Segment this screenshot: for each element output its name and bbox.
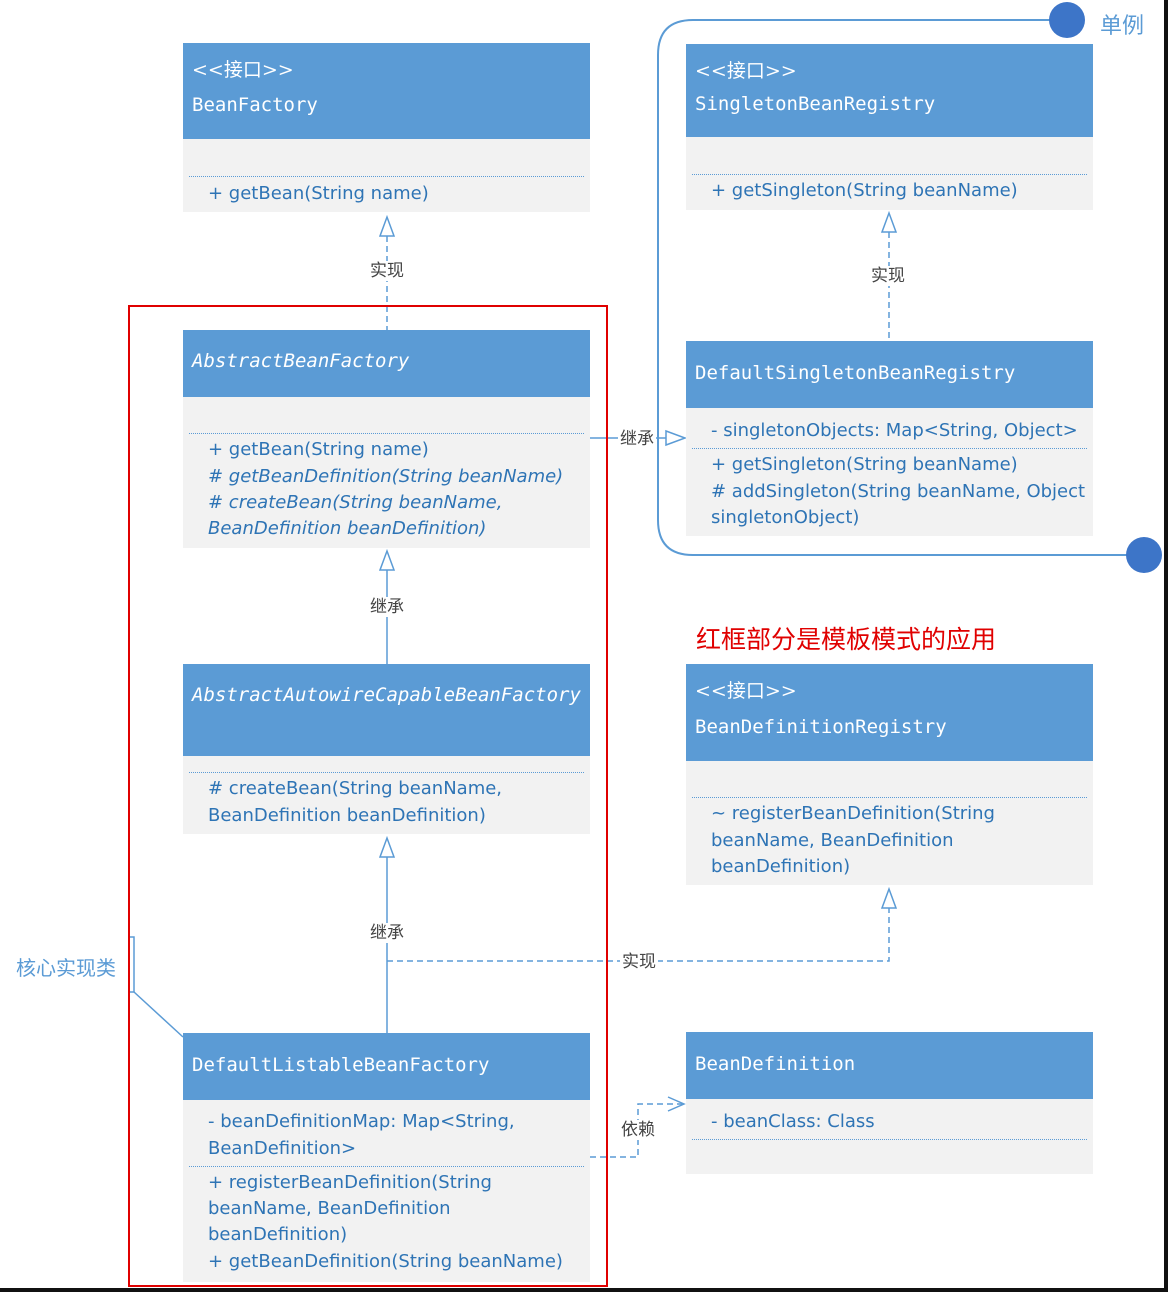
method-line: + getBeanDefinition(String beanName) xyxy=(208,1251,563,1272)
relation-label-inheritance: 继承 xyxy=(618,429,656,449)
class-bean-definition-registry: <<接口>> BeanDefinitionRegistry ~ register… xyxy=(686,664,1093,885)
class-header: <<接口>> BeanDefinitionRegistry xyxy=(686,664,1093,761)
method-line: + getBean(String name) xyxy=(208,183,429,204)
class-header: DefaultListableBeanFactory xyxy=(183,1033,590,1100)
singleton-group-outline xyxy=(657,19,1144,556)
method-line: ~ registerBeanDefinition(String xyxy=(711,803,995,824)
class-name: BeanDefinition xyxy=(695,1053,856,1075)
class-header: DefaultSingletonBeanRegistry xyxy=(686,341,1093,408)
window-edge-right xyxy=(1164,0,1168,1292)
method-line: # createBean(String beanName, xyxy=(208,778,503,799)
relation-label-dependency: 依赖 xyxy=(619,1120,657,1140)
relation-label-inheritance: 继承 xyxy=(368,923,406,943)
class-header: BeanDefinition xyxy=(686,1032,1093,1099)
method-line: beanDefinition) xyxy=(711,856,851,877)
relation-label-realization: 实现 xyxy=(368,261,406,281)
class-name: BeanDefinitionRegistry xyxy=(695,716,947,738)
window-edge-bottom xyxy=(0,1288,1168,1292)
compartment-divider xyxy=(189,1166,584,1167)
attribute-line: - beanDefinitionMap: Map<String, xyxy=(208,1111,515,1132)
class-name: SingletonBeanRegistry xyxy=(695,93,936,115)
method-line: # createBean(String beanName, xyxy=(208,492,503,513)
singleton-start-dot xyxy=(1049,2,1085,38)
method-line: beanName, BeanDefinition xyxy=(208,1198,451,1219)
method-line: + registerBeanDefinition(String xyxy=(208,1172,492,1193)
template-pattern-highlight-box xyxy=(128,305,608,1287)
compartment-divider xyxy=(692,448,1087,449)
class-singleton-bean-registry: <<接口>> SingletonBeanRegistry + getSingle… xyxy=(686,44,1093,210)
compartment-divider xyxy=(189,176,584,177)
method-line: + getBean(String name) xyxy=(208,439,429,460)
class-header: AbstractAutowireCapableBeanFactory xyxy=(183,664,590,756)
class-name: DefaultSingletonBeanRegistry xyxy=(695,362,1016,384)
class-name: BeanFactory xyxy=(192,94,318,116)
stereotype-label: <<接口>> xyxy=(695,60,797,82)
singleton-note: 单例 xyxy=(1100,14,1145,39)
method-line: # getBeanDefinition(String beanName) xyxy=(208,466,564,487)
class-bean-definition: BeanDefinition - beanClass: Class xyxy=(686,1032,1093,1174)
method-line: BeanDefinition beanDefinition) xyxy=(208,805,486,826)
attribute-line: - beanClass: Class xyxy=(711,1111,875,1132)
stereotype-label: <<接口>> xyxy=(192,59,294,81)
class-header: AbstractBeanFactory xyxy=(183,330,590,397)
core-implementation-note: 核心实现类 xyxy=(16,956,116,980)
class-header: <<接口>> SingletonBeanRegistry xyxy=(686,44,1093,137)
compartment-divider xyxy=(189,772,584,773)
singleton-end-dot xyxy=(1126,537,1162,573)
compartment-divider xyxy=(189,433,584,434)
attribute-line: BeanDefinition> xyxy=(208,1138,357,1159)
method-line: beanDefinition) xyxy=(208,1224,348,1245)
method-line: + getSingleton(String beanName) xyxy=(711,180,1018,201)
class-header: <<接口>> BeanFactory xyxy=(183,43,590,139)
compartment-divider xyxy=(692,797,1087,798)
class-abstract-bean-factory: AbstractBeanFactory + getBean(String nam… xyxy=(183,330,590,548)
method-line: # addSingleton(String beanName, Object xyxy=(711,481,1086,502)
method-line: + getSingleton(String beanName) xyxy=(711,454,1018,475)
compartment-divider xyxy=(692,1139,1087,1140)
template-pattern-note: 红框部分是模板模式的应用 xyxy=(696,625,997,654)
class-name: AbstractAutowireCapableBeanFactory xyxy=(192,684,581,706)
method-line: BeanDefinition beanDefinition) xyxy=(208,518,487,539)
relation-label-inheritance: 继承 xyxy=(368,597,406,617)
relation-label-realization: 实现 xyxy=(620,952,658,972)
class-abstract-autowire-capable-bean-factory: AbstractAutowireCapableBeanFactory # cre… xyxy=(183,664,590,834)
method-line: singletonObject) xyxy=(711,507,860,528)
compartment-divider xyxy=(692,174,1087,175)
method-line: beanName, BeanDefinition xyxy=(711,830,954,851)
class-bean-factory: <<接口>> BeanFactory + getBean(String name… xyxy=(183,43,590,212)
class-default-listable-bean-factory: DefaultListableBeanFactory - beanDefinit… xyxy=(183,1033,590,1282)
attribute-line: - singletonObjects: Map<String, Object> xyxy=(711,420,1078,441)
stereotype-label: <<接口>> xyxy=(695,680,797,702)
class-default-singleton-bean-registry: DefaultSingletonBeanRegistry - singleton… xyxy=(686,341,1093,536)
class-name: AbstractBeanFactory xyxy=(192,350,410,372)
class-name: DefaultListableBeanFactory xyxy=(192,1054,490,1076)
relation-label-realization: 实现 xyxy=(869,266,907,286)
